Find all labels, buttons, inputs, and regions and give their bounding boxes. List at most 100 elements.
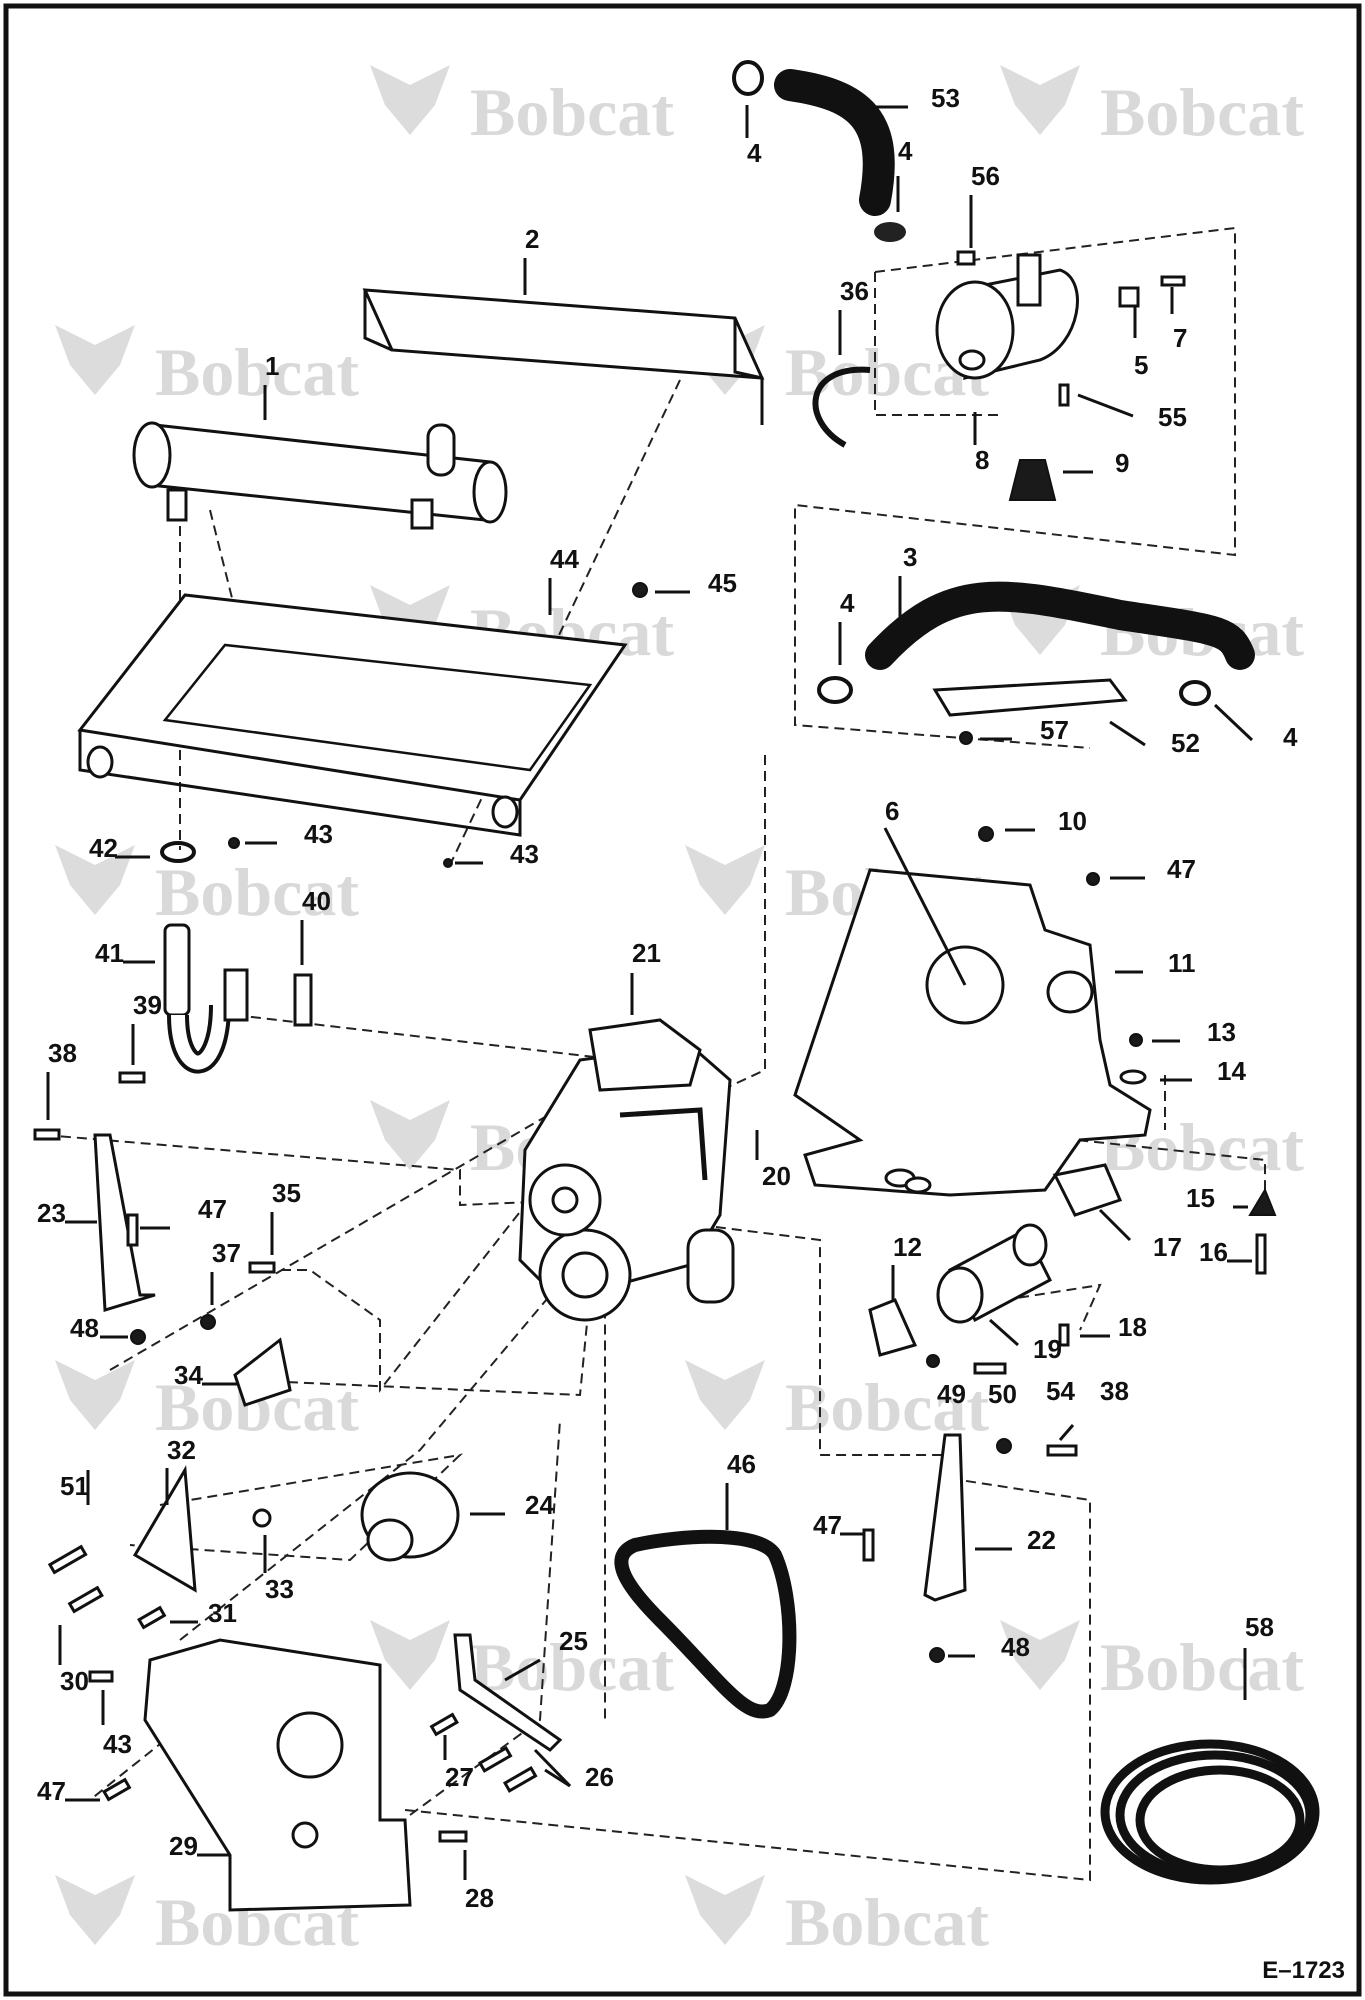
watermark-emblem-icon [55,1875,135,1945]
watermark-emblem-icon [1000,65,1080,135]
cover-line [404,1479,1091,1882]
part-47-bolt [1086,872,1100,886]
part-number-label: 26 [585,1762,614,1792]
part-45-nut [632,582,648,598]
hardware [33,275,1267,1843]
part-3-lower-hose [865,581,1255,670]
part-number-label: 12 [893,1232,922,1262]
part-25-tension-bracket [453,1633,563,1752]
part-number-label: 43 [103,1729,132,1759]
part-26-bolt [477,1745,513,1773]
part-number-label: 39 [133,990,162,1020]
part-number-label: 38 [1100,1376,1129,1406]
alternator-line [129,1453,464,1562]
watermark-logo: Bobcat [55,1360,359,1445]
part-number-label: 57 [1040,715,1069,745]
part-37-nut [200,1314,216,1330]
part-number-label: 58 [1245,1612,1274,1642]
watermark-logo: Bobcat [1000,1620,1304,1705]
page-border [3,3,1362,1997]
part-43-screw [88,1670,114,1683]
part-number-label: 11 [1168,948,1196,978]
part-number-label: 54 [1046,1376,1075,1406]
part-32-bracket [132,1465,197,1593]
plate-bolt-line [934,1124,1266,1200]
exhaust-pipe-line [234,1014,621,1061]
part-22-bracket [923,1433,967,1602]
part-number-label: 31 [208,1598,237,1628]
part-number-label: 8 [975,445,989,475]
tensioner-line [179,1227,606,1720]
part-14-washer [1119,1069,1147,1085]
watermark-emblem-icon [685,1875,765,1945]
part-number-label: 38 [48,1038,77,1068]
part-34-bracket [233,1337,292,1407]
part-number-label: 47 [37,1776,66,1806]
part-31-bolt [137,1605,167,1630]
engine-plate-line [699,755,766,1101]
part-number-label: 55 [1158,402,1187,432]
part-number-label: 32 [167,1435,196,1465]
part-number-label: 1 [265,351,279,381]
part-15-drain [1248,1187,1277,1216]
part-8-air-cleaner [935,253,1079,381]
part-number-label: 43 [304,819,333,849]
part-number-label: 13 [1207,1017,1236,1047]
part-38-bolt [1046,1444,1078,1457]
part-number-label: 47 [198,1194,227,1224]
part-7-bolt [1160,275,1186,287]
part-number-label: 48 [1001,1632,1030,1662]
part-number-label: 10 [1058,806,1087,836]
watermark-text: Bobcat [470,1629,674,1705]
part-12-starter-bracket [868,1298,918,1357]
watermark-emblem-icon [1000,1620,1080,1690]
part-40-pipe-clamp [293,973,313,1027]
part-47-bolt [862,1528,875,1562]
part-number-label: 15 [1186,1183,1215,1213]
part-36-band-clamp [812,366,871,448]
tensioner-line [409,1419,561,1816]
part-number-label: 48 [70,1313,99,1343]
part-33-nut [252,1508,272,1528]
part-58-hose-coil [1100,1739,1320,1885]
part-number-label: 19 [1033,1334,1062,1364]
part-number-label: 45 [708,568,737,598]
part-47-bolt [126,1213,139,1247]
part-1-muffler [132,421,508,530]
watermark-emblem-icon [55,1360,135,1430]
part-28-bolt [438,1830,468,1843]
part-number-label: 4 [840,588,855,618]
part-54-nut [996,1438,1012,1454]
leader-lines [46,105,1254,1880]
part-number-label: 44 [550,544,579,574]
part-number-label: 4 [898,136,913,166]
part-number-label: 46 [727,1449,756,1479]
watermark-logo: Bobcat [370,1620,674,1705]
part-number-label: 24 [525,1490,554,1520]
part-49-nut [926,1354,940,1368]
part-2-muffler-bracket [362,288,765,380]
part-4-hose-clamp [817,676,853,704]
part-number-label: 16 [1199,1237,1228,1267]
part-number-label: 40 [302,886,331,916]
part-43-screw [228,837,240,849]
part-number-label: 34 [174,1360,203,1390]
part-number-label: 50 [988,1379,1017,1409]
bracket-line [44,1134,581,1207]
parts-artwork [33,60,1320,1912]
watermark-emblem-icon [685,845,765,915]
watermark-logo: Bobcat [55,325,359,410]
part-number-label: 20 [762,1161,791,1191]
part-number-label: 25 [559,1626,588,1656]
part-41-exhaust-pipe [163,923,249,1074]
part-number-label: 4 [747,138,762,168]
part-35-bolt [248,1261,276,1274]
part-51-bolt [47,1544,88,1575]
watermark-logo: Bobcat [370,65,674,150]
watermark-emblem-icon [370,1100,450,1170]
part-27-bolt [429,1712,459,1737]
bracket-line [239,1189,601,1397]
watermark-emblem-icon [55,325,135,395]
